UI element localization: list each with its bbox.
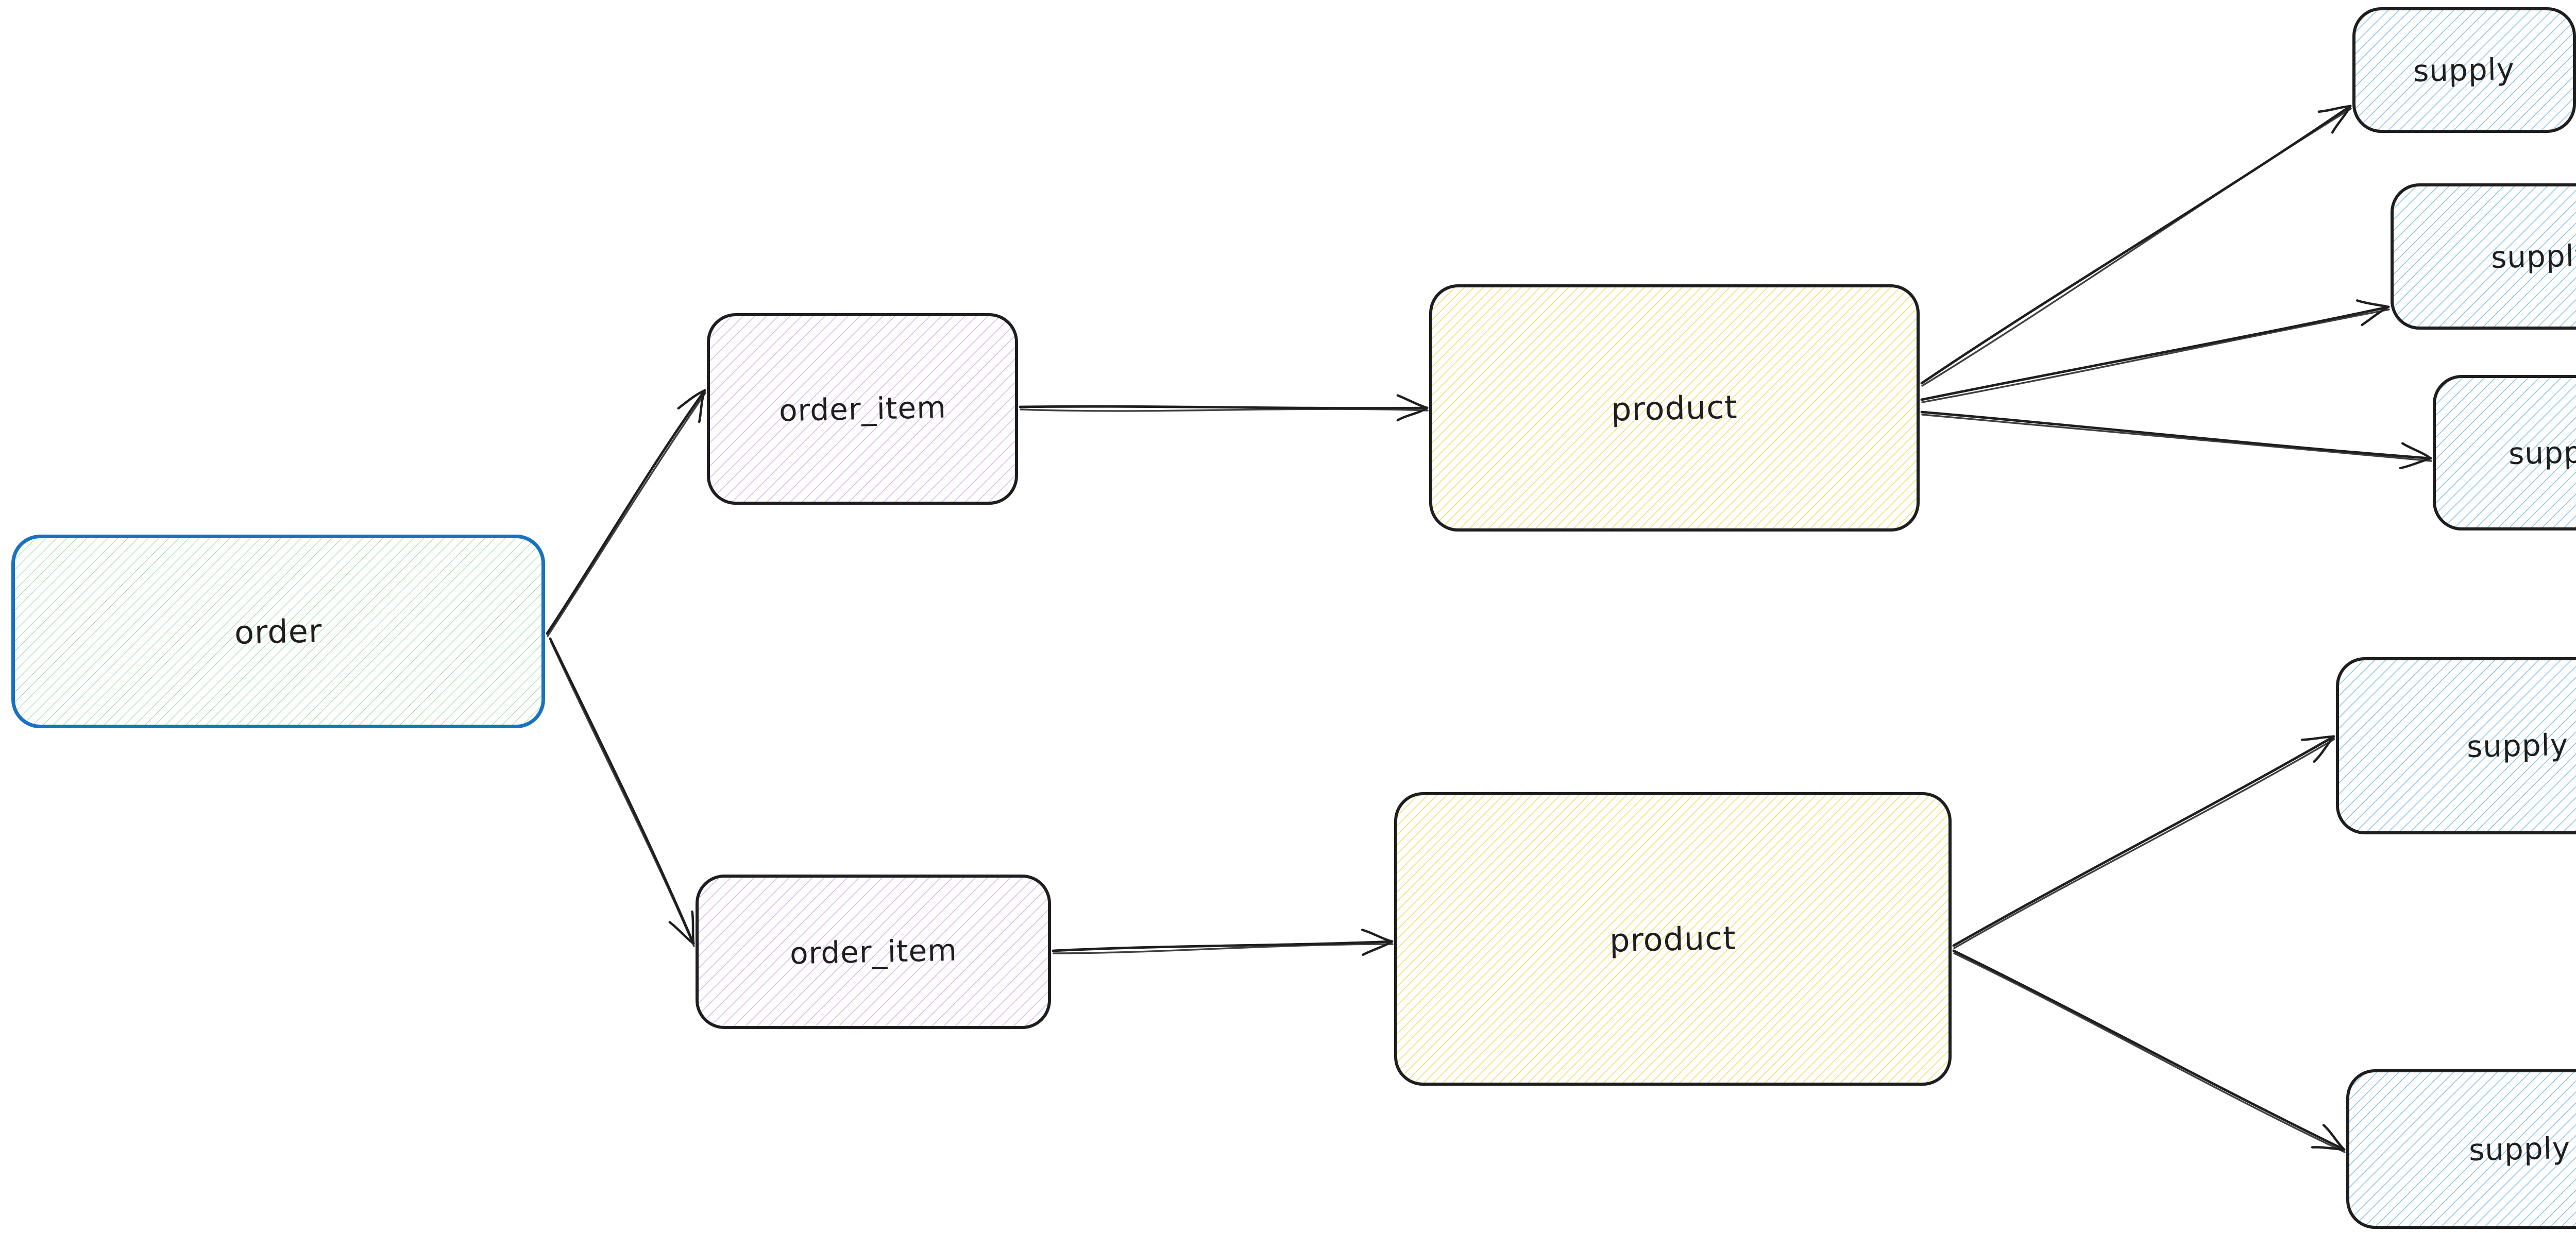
- edge-arrowhead: [2401, 442, 2432, 460]
- node-label: order_item: [789, 932, 958, 971]
- node-label: supply: [2466, 727, 2569, 765]
- node-label: supply: [2468, 1130, 2571, 1168]
- node-label: product: [1611, 387, 1738, 429]
- edge-line: [547, 392, 706, 637]
- edge-arrowhead: [2317, 105, 2352, 113]
- edge-arrowhead: [1396, 406, 1429, 422]
- edge-arrowhead: [2322, 1124, 2346, 1151]
- edge-arrowhead: [691, 910, 695, 945]
- edge-line: [546, 389, 706, 635]
- node-supply-3[interactable]: supply: [2433, 375, 2576, 530]
- edge-arrowhead: [2355, 299, 2390, 309]
- node-supply-2[interactable]: supply: [2391, 183, 2576, 330]
- edge-line: [1921, 309, 2390, 403]
- node-supply-5[interactable]: supply: [2346, 1069, 2576, 1229]
- edge-line: [1053, 943, 1394, 954]
- edge-arrowhead: [2331, 105, 2352, 134]
- edge-arrowhead: [668, 921, 695, 945]
- edge-arrowhead: [2399, 457, 2432, 470]
- edge-line: [1953, 738, 2335, 949]
- edge-line: [1921, 414, 2432, 462]
- node-label: order: [234, 611, 323, 652]
- node-label: product: [1609, 918, 1737, 960]
- edge-line: [1052, 940, 1394, 952]
- edge-line: [549, 637, 695, 945]
- edge-line: [1020, 408, 1429, 412]
- edge-arrowhead: [698, 389, 706, 423]
- edge-arrowhead: [2301, 735, 2335, 741]
- node-order-item-2[interactable]: order_item: [696, 875, 1051, 1029]
- node-label: supply: [2508, 434, 2576, 472]
- node-label: supply: [2490, 237, 2576, 276]
- edge-line: [1019, 405, 1429, 409]
- edge-line: [550, 640, 695, 947]
- node-supply-1[interactable]: supply: [2352, 7, 2576, 133]
- node-supply-4[interactable]: supply: [2336, 657, 2576, 834]
- node-label: supply: [2413, 51, 2516, 89]
- edge-line: [1953, 952, 2346, 1153]
- edge-arrowhead: [2313, 735, 2335, 763]
- edge-line: [1921, 108, 2352, 387]
- edge-line: [1920, 305, 2390, 401]
- edge-line: [1952, 949, 2346, 1151]
- node-order-item-1[interactable]: order_item: [707, 313, 1018, 505]
- edge-line: [1920, 105, 2352, 385]
- edge-arrowhead: [1396, 394, 1429, 409]
- edge-line: [1952, 735, 2335, 947]
- edge-arrowhead: [1361, 929, 1394, 943]
- node-order[interactable]: order: [11, 535, 545, 728]
- node-product-1[interactable]: product: [1429, 284, 1920, 532]
- edge-arrowhead: [2311, 1146, 2346, 1151]
- node-label: order_item: [778, 389, 947, 429]
- node-product-2[interactable]: product: [1394, 792, 1952, 1086]
- edge-line: [1920, 410, 2432, 460]
- edge-arrowhead: [2361, 305, 2390, 327]
- edge-arrowhead: [677, 389, 706, 410]
- edge-arrowhead: [1362, 940, 1394, 956]
